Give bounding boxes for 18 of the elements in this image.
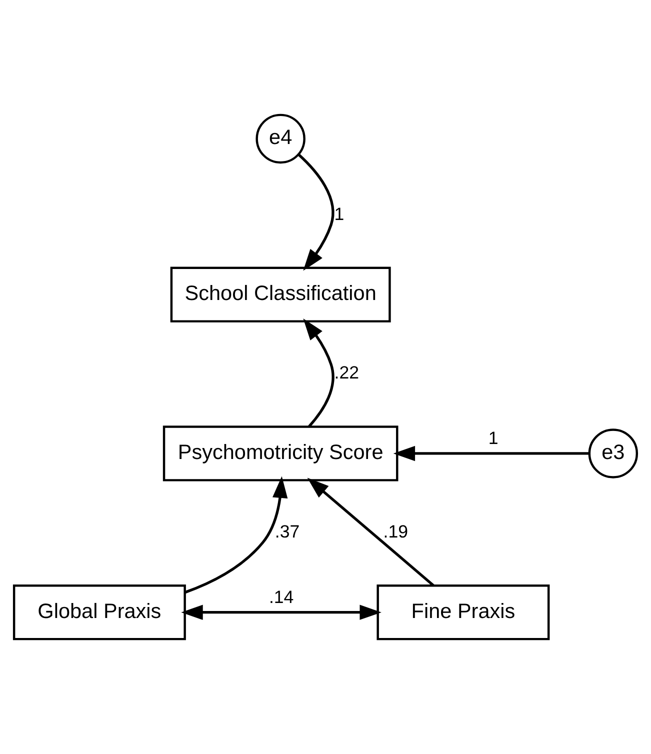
node-box: Psychomotricity Score — [162, 426, 398, 482]
edge-label: 1 — [334, 204, 344, 224]
edge-label: 1 — [488, 428, 498, 448]
edge-label: .22 — [334, 362, 360, 383]
edge-label: .37 — [274, 522, 300, 542]
edge-label: .19 — [383, 522, 408, 542]
node-circle: e4 — [256, 114, 306, 164]
arrow — [393, 446, 590, 462]
arrow — [184, 476, 288, 594]
node-box: School Classification — [170, 266, 391, 322]
node-box: Global Praxis — [12, 584, 186, 640]
arrow — [307, 478, 434, 586]
node-box: Fine Praxis — [376, 584, 550, 640]
arrow — [298, 154, 334, 271]
edge-label: .14 — [268, 586, 294, 607]
arrow — [303, 318, 334, 428]
arrow — [181, 604, 382, 620]
node-circle: e3 — [588, 428, 638, 478]
